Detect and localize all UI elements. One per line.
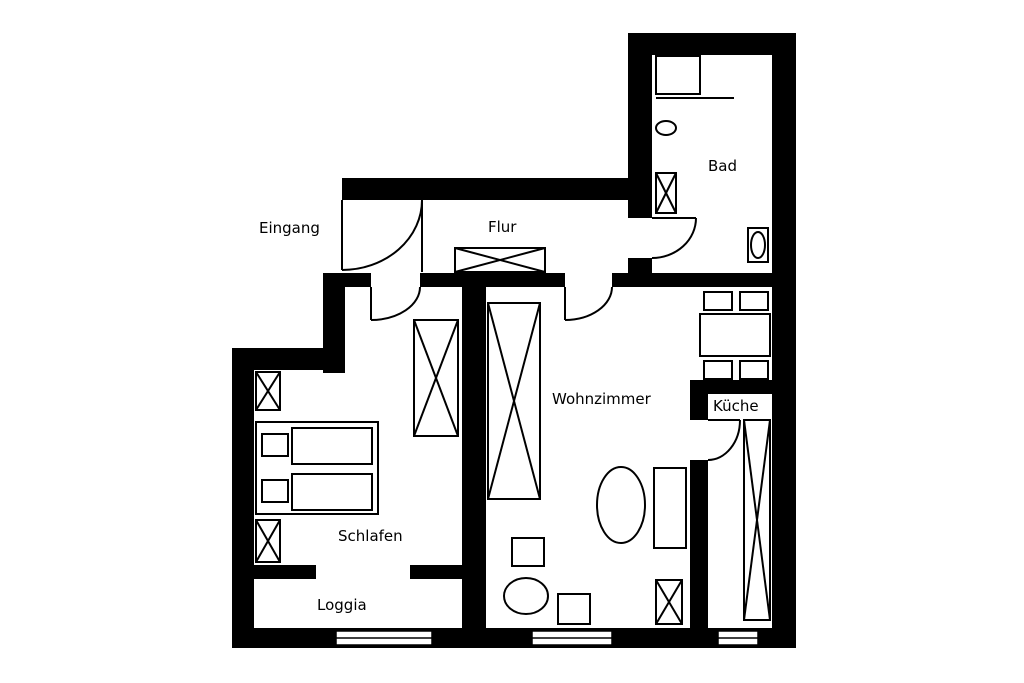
round-table-icon	[503, 577, 549, 615]
window-kueche	[717, 630, 759, 646]
bottom-wall	[232, 628, 796, 648]
kueche-door	[707, 419, 741, 461]
window-loggia	[335, 630, 433, 646]
schlafen-wardrobe-icon	[413, 319, 459, 437]
schlafen-wall-left	[232, 348, 254, 648]
entrance-door	[341, 199, 423, 272]
windows	[335, 630, 759, 646]
wohnzimmer-door	[564, 286, 613, 321]
coffee-table-icon	[596, 466, 646, 544]
label-bad: Bad	[708, 157, 737, 175]
corridor-bottom-wall-2	[420, 273, 565, 287]
sofa-icon	[653, 467, 687, 549]
bad-wall-left-lower	[628, 258, 652, 276]
armchair-bottom-icon	[557, 593, 591, 625]
loggia-divider-right	[410, 565, 462, 579]
interior-wall-bed-living	[462, 273, 486, 648]
label-eingang: Eingang	[259, 219, 320, 237]
wohnzimmer-shelf-icon	[487, 302, 541, 500]
label-flur: Flur	[488, 218, 517, 236]
kueche-wall-top	[690, 380, 796, 394]
bad-door	[651, 217, 697, 259]
flur-wall-top	[342, 178, 652, 200]
window-wohnzimmer	[531, 630, 613, 646]
toilet-icon	[655, 120, 677, 136]
label-loggia: Loggia	[317, 596, 367, 614]
bad-wall-right	[772, 33, 796, 648]
dining-table-icon	[699, 291, 771, 380]
loggia-divider-left	[254, 565, 316, 579]
kitchen-counter-icon	[743, 419, 771, 621]
room-labels: Bad Eingang Flur Wohnzimmer Küche Schlaf…	[259, 157, 759, 614]
corridor-bottom-wall-3	[612, 273, 796, 287]
kueche-wall-left-upper	[690, 380, 708, 420]
label-wohnzimmer: Wohnzimmer	[552, 390, 652, 408]
nightstand-top-icon	[255, 371, 281, 411]
bathtub-icon	[655, 55, 701, 95]
flur-wall-left	[342, 178, 364, 200]
schlafen-door	[370, 286, 421, 321]
washbasin-icon	[747, 227, 769, 263]
schlafen-wall-step	[232, 348, 345, 370]
wohnzimmer-cabinet-icon	[655, 579, 683, 625]
nightstand-bottom-icon	[255, 519, 281, 563]
furniture	[255, 55, 771, 625]
label-schlafen: Schlafen	[338, 527, 403, 545]
double-bed-icon	[255, 421, 379, 515]
bad-wall-top	[628, 33, 796, 55]
label-kueche: Küche	[713, 397, 759, 415]
kueche-wall-left	[690, 460, 708, 648]
armchair-top-icon	[511, 537, 545, 567]
walls	[232, 33, 796, 648]
flur-wardrobe-icon	[454, 247, 546, 273]
bad-cabinet-icon	[655, 172, 677, 214]
doors	[341, 199, 741, 461]
